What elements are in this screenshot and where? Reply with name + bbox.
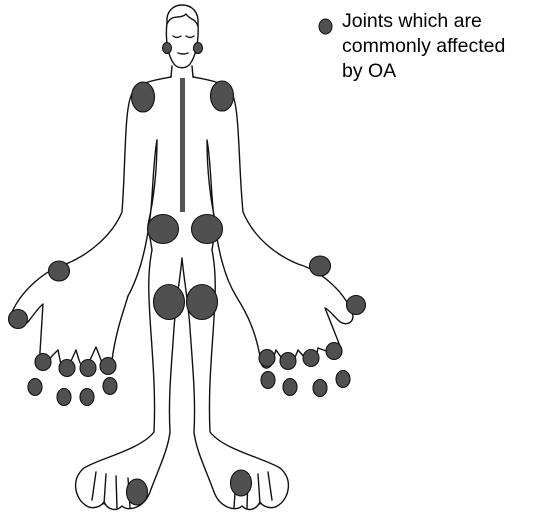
legend-label: Joints which are commonly affected by OA: [342, 9, 542, 84]
mouth: [178, 53, 188, 54]
thumb-joint-right: [9, 310, 28, 329]
left-hand-finger-tip-4: [336, 371, 350, 388]
jaw-joint-left: [194, 43, 203, 54]
shoulder-left: [211, 81, 234, 111]
right-hand-finger-tip-3: [80, 389, 94, 406]
big-toe-left: [231, 470, 252, 496]
spine: [180, 78, 185, 212]
legend-joint-marker: [319, 19, 332, 34]
affected-joints: [9, 43, 366, 506]
hair-line: [167, 14, 198, 26]
hip-right: [148, 215, 179, 244]
left-eye: [173, 36, 181, 38]
left-hand-knuckle-3: [303, 350, 319, 367]
wrist-right: [49, 261, 70, 281]
right-hand-finger-tip-4: [103, 378, 117, 395]
left-hand-finger-tip-1: [261, 372, 275, 389]
toe-lines-right-foot: [92, 472, 130, 508]
right-hand-finger-tip-2: [57, 389, 71, 406]
big-toe-right: [127, 479, 148, 505]
right-eye: [186, 36, 194, 38]
left-hand-finger-tip-2: [283, 379, 297, 396]
left-hand-knuckle-1: [259, 350, 275, 367]
jaw-joint-right: [163, 43, 172, 54]
knee-right: [154, 285, 185, 320]
left-hand-finger-tip-3: [313, 380, 327, 397]
right-hand-finger-tip-1: [28, 379, 42, 396]
right-hand-knuckle-3: [80, 360, 96, 377]
shoulder-right: [132, 82, 155, 112]
thumb-joint-left: [347, 296, 366, 315]
right-hand-knuckle-1: [35, 354, 51, 371]
left-hand-knuckle-2: [280, 353, 296, 370]
wrist-left: [310, 256, 331, 276]
right-hand-knuckle-2: [59, 360, 75, 377]
hip-left: [192, 215, 223, 244]
legend-marker: [318, 18, 333, 35]
right-hand-knuckle-4: [100, 358, 116, 375]
left-hand-knuckle-4: [326, 343, 342, 360]
knee-left: [187, 285, 218, 320]
